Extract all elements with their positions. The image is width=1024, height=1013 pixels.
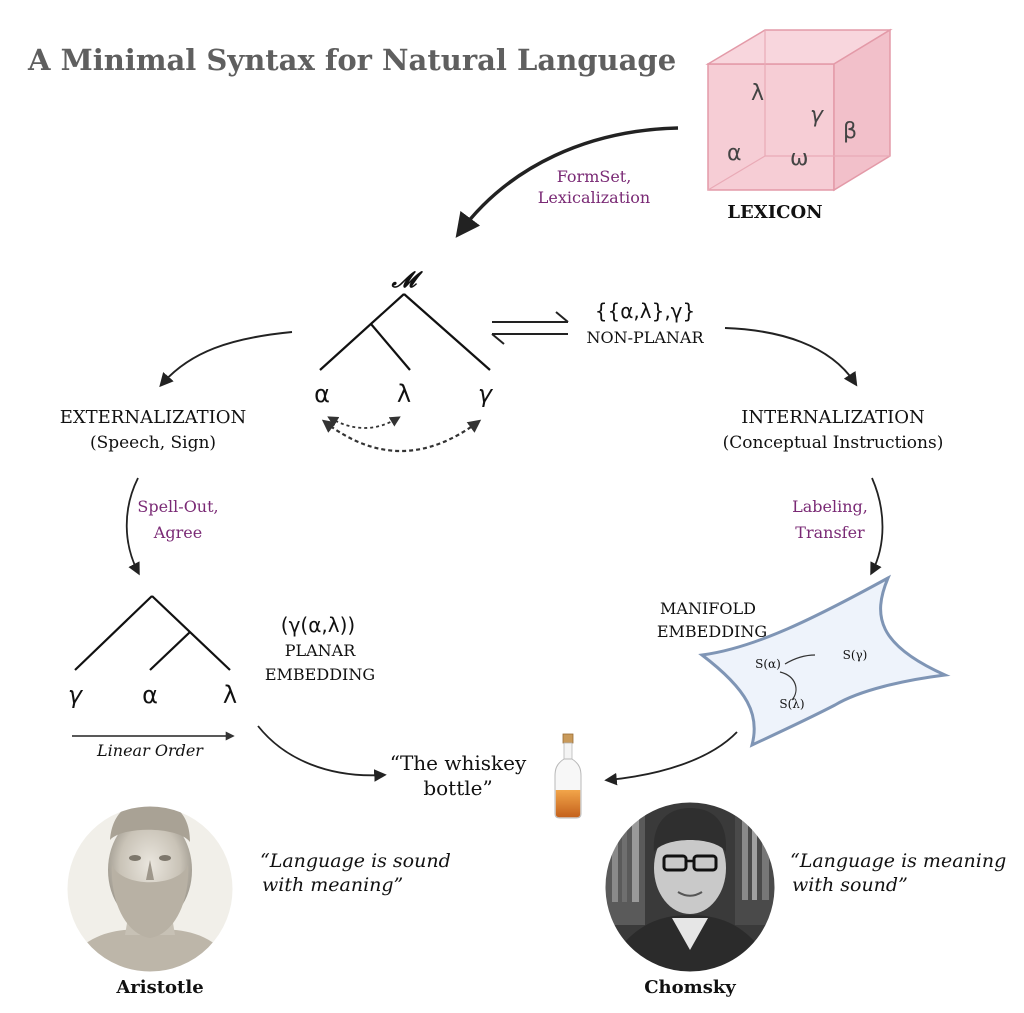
externalization-sub: (Speech, Sign) [90, 433, 216, 453]
planar-label-line2: EMBEDDING [265, 665, 375, 684]
formset-arrow [455, 126, 679, 238]
manifold-label-line1: MANIFOLD [660, 599, 756, 618]
arrow-to-internalization [724, 327, 858, 387]
nonplanar-label: NON-PLANAR [586, 328, 704, 347]
merge-tree-edges [319, 293, 491, 371]
chomsky-name: Chomsky [644, 977, 736, 998]
chomsky-quote-line1: “Language is meaning [790, 850, 1006, 872]
planar-formula: (γ(α,λ)) [281, 613, 355, 637]
manifold-shape [698, 574, 951, 748]
arrow-manifold-to-output [604, 731, 738, 786]
output-phrase-line1: “The whiskey [390, 751, 527, 775]
manifold-point-lambda: S(λ) [779, 697, 804, 711]
aristotle-quote-line1: “Language is sound [260, 850, 451, 872]
labeling-label-line1: Labeling, [792, 497, 868, 516]
merge-leaf-gamma: γ [478, 380, 494, 408]
dotted-arc-alpha-gamma [321, 419, 482, 453]
lexicon-symbol-omega: ω [790, 146, 808, 171]
labeling-label-line2: Transfer [795, 523, 865, 542]
whiskey-bottle-icon [554, 733, 582, 819]
planar-leaf-lambda: λ [223, 681, 237, 709]
merge-leaf-alpha: α [314, 380, 330, 408]
planar-leaf-alpha: α [142, 681, 158, 709]
aristotle-quote-line2: with meaning” [262, 874, 403, 896]
planar-tree-edges [74, 595, 231, 671]
internalization-sub: (Conceptual Instructions) [723, 433, 944, 453]
manifold-label-line2: EMBEDDING [657, 622, 767, 641]
manifold-point-alpha: S(α) [755, 657, 781, 671]
merge-root-symbol: 𝓜 [391, 267, 424, 293]
lexicon-symbol-lambda: λ [751, 81, 764, 106]
planar-leaf-gamma: γ [68, 681, 84, 709]
nonplanar-formula: {{α,λ},γ} [595, 299, 695, 323]
output-phrase-line2: bottle” [423, 776, 492, 800]
chomsky-portrait [605, 802, 775, 972]
arrow-to-externalization [159, 331, 293, 388]
manifold-curves [779, 654, 816, 701]
page-title: A Minimal Syntax for Natural Language [27, 43, 676, 77]
lexicon-symbol-alpha: α [727, 141, 742, 166]
chomsky-quote-line2: with sound” [792, 874, 908, 896]
arrow-planar-to-output [257, 725, 387, 782]
internalization-label: INTERNALIZATION [741, 407, 925, 428]
linear-order-label: Linear Order [96, 741, 204, 760]
dotted-arc-alpha-lambda [327, 416, 401, 429]
spellout-label-line1: Spell-Out, [137, 497, 218, 516]
merge-leaf-lambda: λ [397, 380, 411, 408]
lexicon-symbol-gamma: γ [810, 103, 824, 128]
aristotle-name: Aristotle [115, 977, 203, 998]
planar-label-line1: PLANAR [285, 641, 357, 660]
equilibrium-arrows [491, 311, 569, 345]
externalization-label: EXTERNALIZATION [60, 407, 247, 428]
lexicon-label: LEXICON [727, 202, 822, 223]
lexicon-symbol-beta: β [843, 119, 857, 144]
labeling-arrow [870, 477, 884, 576]
spellout-arrow [125, 477, 140, 576]
spellout-label-line2: Agree [153, 523, 202, 542]
lexicon-cube [705, 28, 893, 192]
aristotle-portrait [67, 806, 233, 972]
formset-label-line2: Lexicalization [538, 188, 650, 207]
manifold-point-gamma: S(γ) [843, 648, 868, 662]
formset-label-line1: FormSet, [557, 167, 632, 186]
